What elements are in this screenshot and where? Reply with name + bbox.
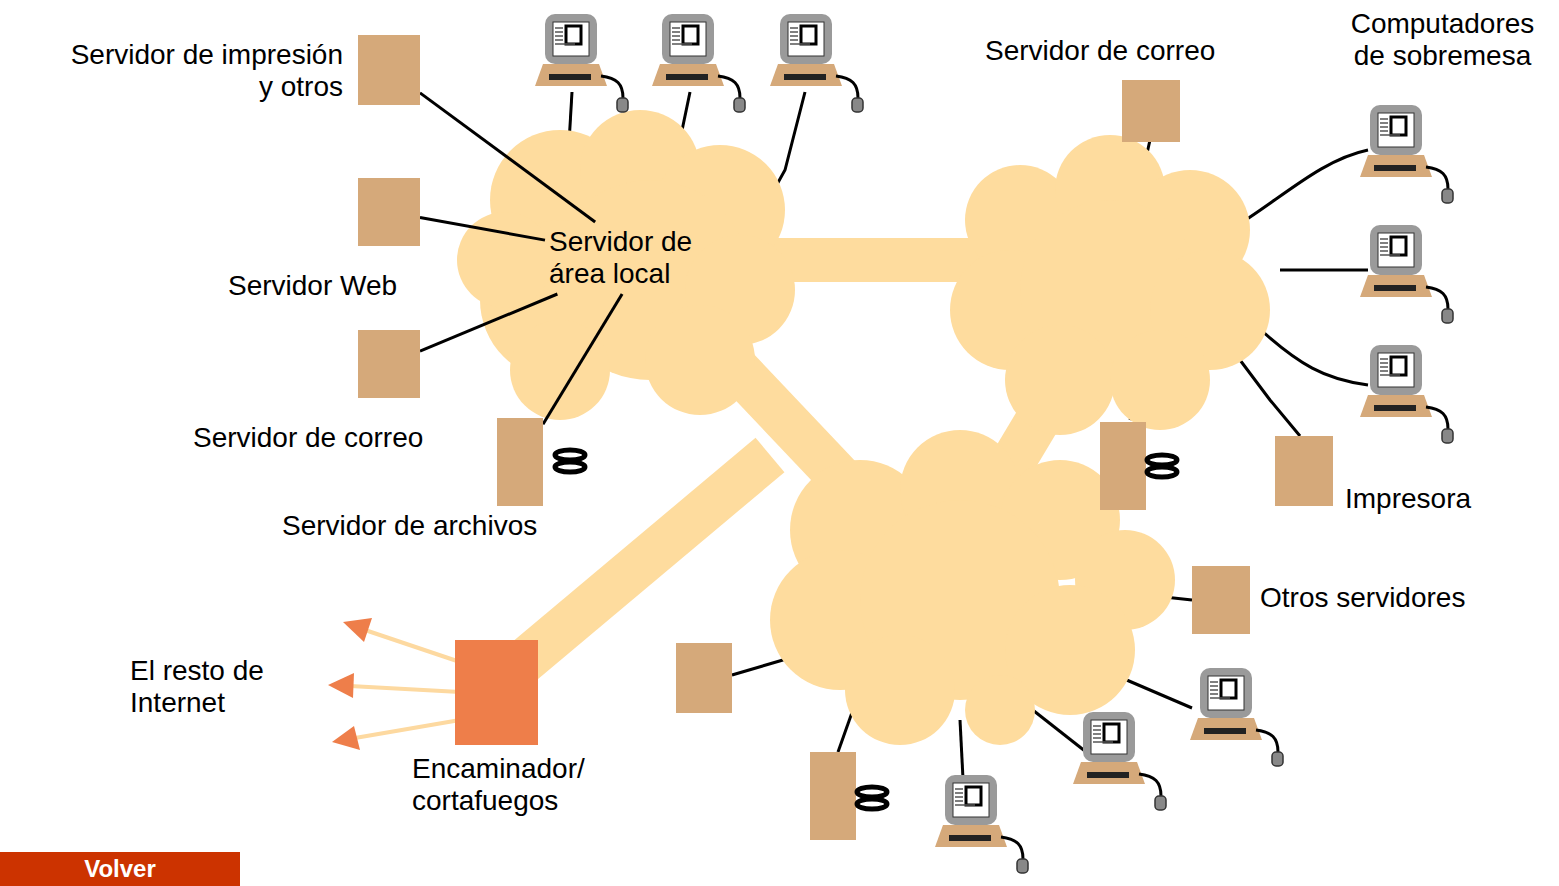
internet-label: El resto de Internet <box>130 655 280 719</box>
computer-icons <box>535 14 1453 873</box>
lan-cloud-label: Servidor de área local <box>545 222 743 294</box>
desktop-computers-label: Computadores de sobremesa <box>1340 8 1545 72</box>
server-box: Otros servidores <box>1192 566 1250 634</box>
network-link <box>420 93 595 222</box>
internet-arrows <box>328 618 460 750</box>
node-label: Servidor Web <box>228 270 448 302</box>
network-cloud <box>457 110 1270 745</box>
network-link <box>543 294 622 424</box>
server-box: Servidor de impresión y otros <box>358 35 420 105</box>
network-link <box>420 294 557 351</box>
server-box: Servidor Web <box>358 178 420 246</box>
node-label: Servidor de área local <box>545 222 743 294</box>
server-box: Servidor de archivos <box>497 418 543 506</box>
router-firewall-box: Encaminador/ cortafuegos <box>455 640 538 745</box>
node-label: Impresora <box>1345 483 1505 515</box>
network-link <box>420 218 545 241</box>
node-label: Otros servidores <box>1260 582 1520 614</box>
button-label: Volver <box>0 852 240 884</box>
server-box: Servidor de correo <box>358 330 420 398</box>
node-label: Encaminador/ cortafuegos <box>412 753 597 817</box>
printer-box: Impresora <box>1275 436 1333 506</box>
disk-symbols <box>555 450 1177 809</box>
back-button: Volver <box>0 852 240 886</box>
plain-server-boxes <box>676 422 1146 840</box>
node-label: Servidor de correo <box>985 35 1275 67</box>
node-label: Servidor de archivos <box>282 510 602 542</box>
node-label: Servidor de impresión y otros <box>58 39 343 103</box>
server-box: Servidor de correo <box>1122 80 1180 142</box>
node-label: Servidor de correo <box>193 422 493 454</box>
